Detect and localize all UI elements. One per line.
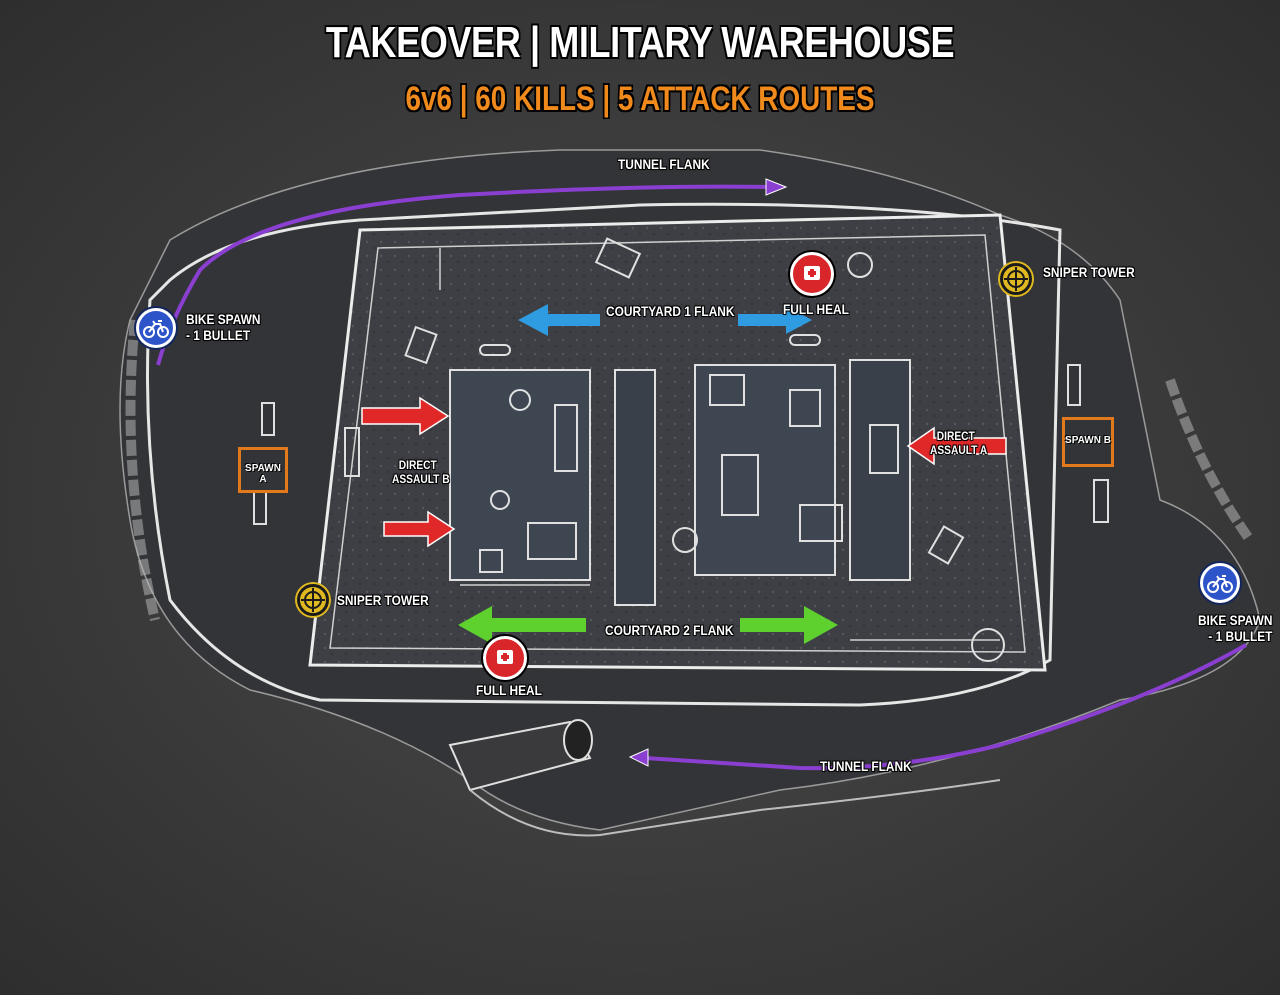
page-title: TAKEOVER | MILITARY WAREHOUSE [325,18,955,67]
tunnel-flank-route-bottom [628,643,1247,771]
direct-assault-b-line1: DIRECT [398,458,437,472]
spawn-b-label: SPAWN B [1065,435,1111,446]
bike-spawn-left-label: BIKE SPAWN - 1 BULLET [186,311,260,343]
tunnel-flank-top-label: TUNNEL FLANK [618,156,710,172]
sniper-tower-left-label: SNIPER TOWER [337,592,429,608]
tunnel-flank-bottom-label: TUNNEL FLANK [820,758,912,774]
crosshair-icon [297,584,329,616]
courtyard2-arrows [458,606,838,644]
medkit-icon [790,252,834,296]
motorbike-icon [1200,563,1240,603]
crosshair-icon [1000,263,1032,295]
spawn-a-zone: SPAWN A [238,447,288,493]
direct-assault-a-line2: ASSAULT A [930,443,988,457]
sniper-tower-right-label: SNIPER TOWER [1043,264,1135,280]
courtyard1-arrows [518,304,812,336]
full-heal-top-label: FULL HEAL [783,301,849,317]
direct-assault-b-label: DIRECT ASSAULT B [392,458,450,486]
bike-spawn-right-line2: - 1 BULLET [1208,628,1273,644]
spawn-a-label: SPAWN A [245,463,281,485]
direct-assault-a-line1: DIRECT [936,429,975,443]
full-heal-bottom-label: FULL HEAL [476,682,542,698]
medkit-icon [483,636,527,680]
warehouse-floor [253,213,1109,672]
spawn-b-zone: SPAWN B [1062,417,1114,467]
bike-spawn-left-line1: BIKE SPAWN [186,311,261,327]
page-subtitle: 6v6 | 60 KILLS | 5 ATTACK ROUTES [405,80,875,118]
direct-assault-a-label: DIRECT ASSAULT A [930,429,987,457]
courtyard2-flank-label: COURTYARD 2 FLANK [605,622,734,638]
motorbike-glyph [143,320,169,338]
bike-spawn-right-label: BIKE SPAWN - 1 BULLET [1193,612,1272,644]
courtyard1-flank-label: COURTYARD 1 FLANK [606,303,735,319]
bike-spawn-right-line1: BIKE SPAWN [1197,612,1273,628]
motorbike-icon [136,308,176,348]
direct-assault-b-line2: ASSAULT B [392,472,450,486]
pipe-structure [448,719,1001,837]
bike-spawn-left-line2: - 1 BULLET [186,327,251,343]
direct-assault-arrows [361,396,1007,548]
tunnel-flank-route-top [156,178,788,366]
motorbike-glyph [1207,575,1233,593]
